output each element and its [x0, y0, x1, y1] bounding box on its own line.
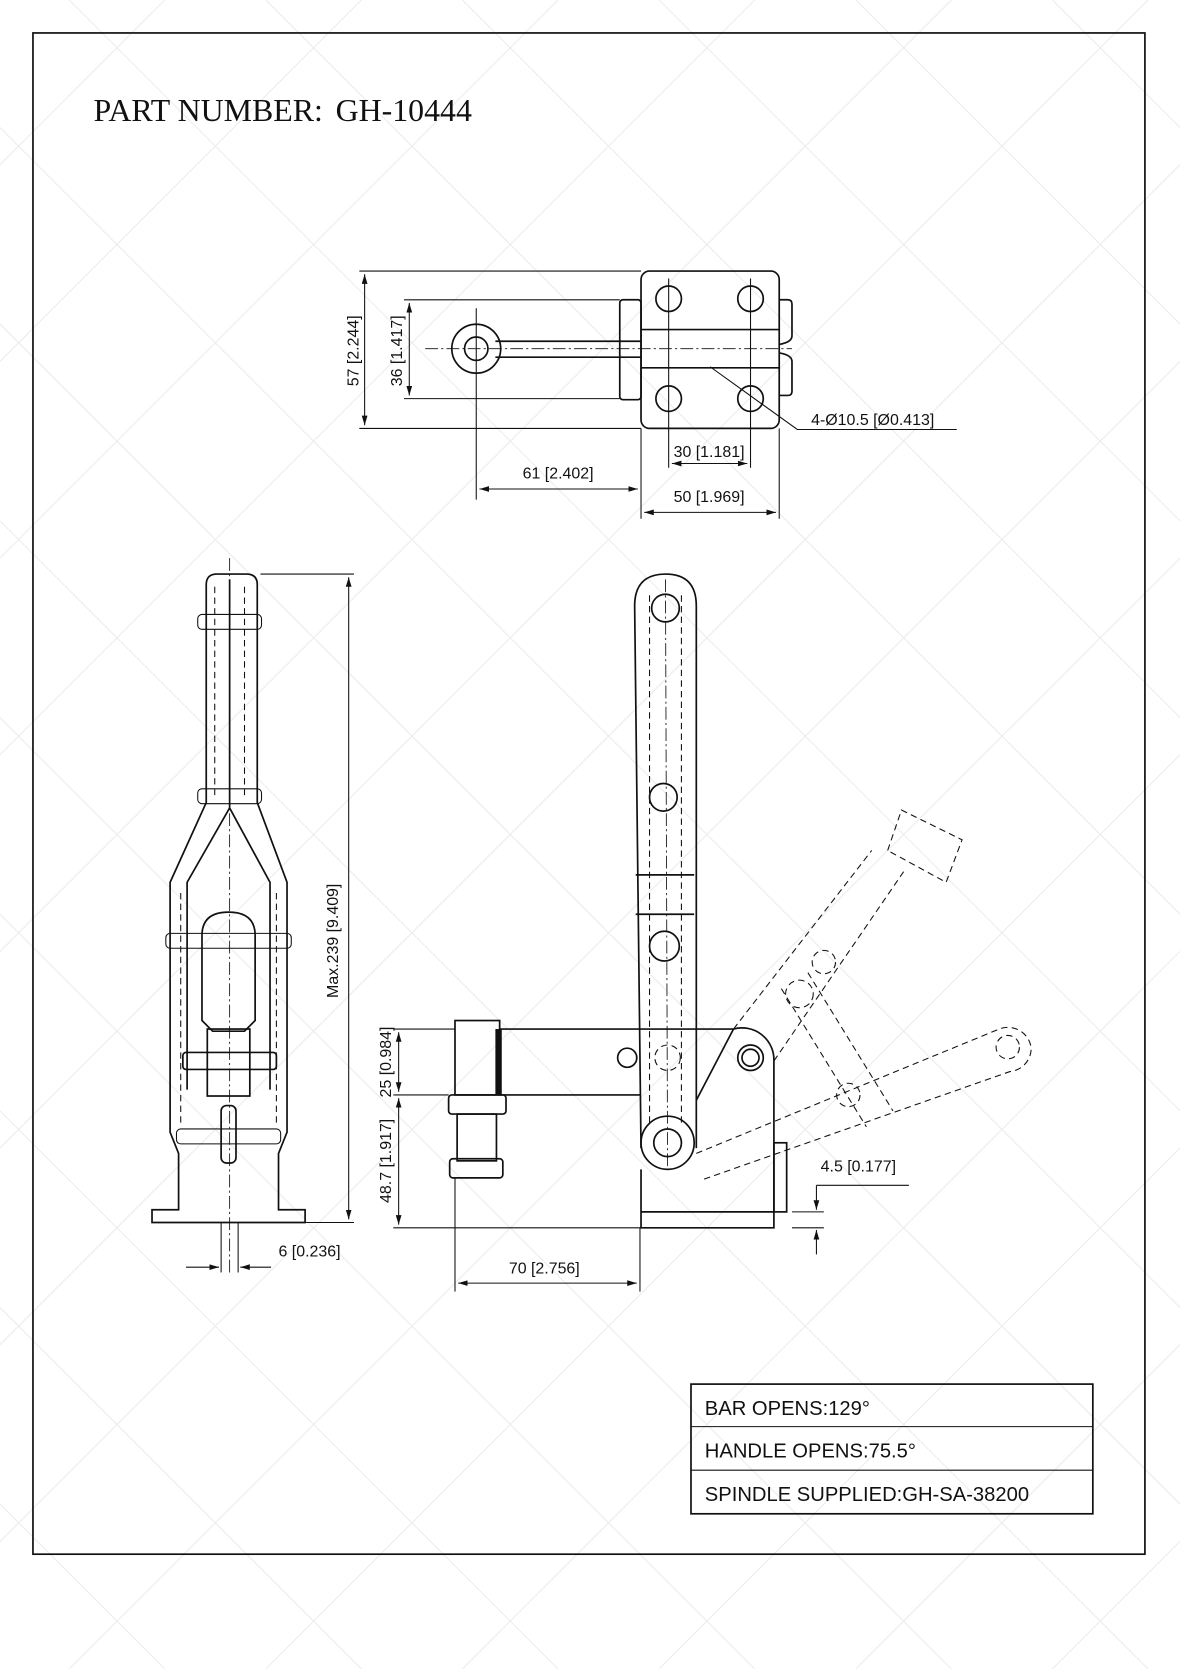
spec-table: BAR OPENS:129° HANDLE OPENS:75.5° SPINDL… — [690, 1383, 1094, 1515]
dim-rod-span: 36 [1.417] — [389, 315, 406, 386]
part-number-title: PART NUMBER:GH-10444 — [94, 93, 472, 128]
watermark-line — [1052, 0, 1180, 129]
watermark-line — [0, 0, 756, 756]
dim-reach: 70 [2.756] — [509, 1261, 580, 1278]
front-view: 25 [0.984] 48.7 [1.917] 70 [2.756] 4.5 [… — [378, 573, 1032, 1292]
watermark-line — [0, 520, 1149, 1669]
watermark-line — [1052, 1540, 1180, 1669]
watermark-line — [855, 1344, 1180, 1669]
dim-spindle-height: 25 [0.984] — [378, 1027, 395, 1098]
dim-base-height: 48.7 [1.917] — [378, 1119, 395, 1203]
watermark-line — [0, 0, 362, 363]
watermark-line — [462, 0, 1180, 719]
watermark-line — [0, 0, 1149, 1149]
watermark-line — [0, 1110, 559, 1669]
watermark-line — [0, 1503, 166, 1669]
dim-eye-offset: 61 [2.402] — [523, 465, 594, 482]
dim-base-width: 50 [1.969] — [674, 489, 745, 506]
drawing-frame — [32, 32, 1146, 1556]
watermark-line — [68, 0, 1180, 1112]
spec-spindle-supplied: SPINDLE SUPPLIED:GH-SA-38200 — [705, 1484, 1029, 1506]
dim-holes: 4-Ø10.5 [Ø0.413] — [811, 412, 934, 429]
watermark-line — [0, 1306, 362, 1669]
watermark-line — [0, 0, 559, 559]
dim-max-height: Max.239 [9.409] — [325, 884, 342, 998]
dim-base-plate: 4.5 [0.177] — [821, 1158, 896, 1175]
watermark-line — [658, 1147, 1180, 1669]
dim-height-total: 57 [2.244] — [345, 315, 362, 386]
top-view: 57 [2.244] 36 [1.417] 4-Ø10.5 [Ø0.413] 3… — [345, 270, 957, 519]
dim-hole-spacing: 30 [1.181] — [674, 444, 745, 461]
watermark-line — [462, 950, 1180, 1669]
watermark-line — [0, 913, 756, 1669]
watermark-line — [265, 754, 1180, 1669]
watermark-line — [658, 0, 1180, 522]
watermark-line — [0, 0, 166, 166]
spec-bar-opens: BAR OPENS:129° — [705, 1398, 870, 1420]
dim-thickness: 6 [0.236] — [279, 1244, 341, 1261]
side-view: Max.239 [9.409] 6 [0.236] — [151, 558, 355, 1276]
spec-handle-opens: HANDLE OPENS:75.5° — [705, 1440, 916, 1462]
watermark-line — [855, 0, 1180, 325]
watermark-line — [68, 557, 1180, 1669]
watermark-line — [0, 0, 952, 953]
